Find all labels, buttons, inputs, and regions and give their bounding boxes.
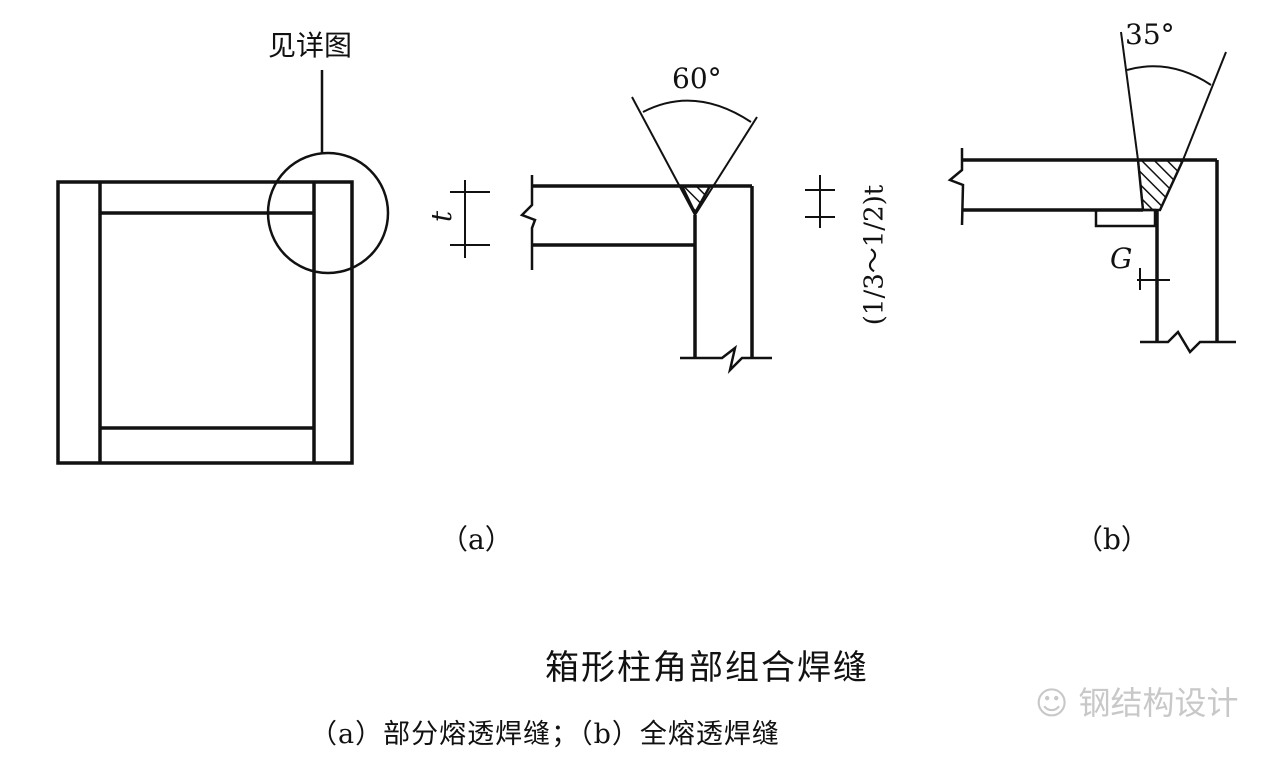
thickness-dimension: t <box>425 210 459 223</box>
watermark-text: 钢结构设计 <box>1078 684 1239 722</box>
figure-caption: （a）部分熔透焊缝；（b）全熔透焊缝 <box>310 719 780 750</box>
full-penetration-detail <box>947 31 1236 355</box>
detail-circle <box>266 151 390 275</box>
box-column-section <box>56 180 354 465</box>
groove-angle-35: 35° <box>1125 18 1175 51</box>
detail-callout-label: 见详图 <box>268 29 353 62</box>
root-gap-dimension: G <box>1110 242 1133 275</box>
partial-penetration-detail <box>450 96 835 374</box>
watermark: ☺ 钢结构设计 <box>1035 678 1239 724</box>
subfigure-label-a: （a） <box>440 523 513 556</box>
wechat-icon: ☺ <box>1035 684 1079 722</box>
subfigure-label-b: （b） <box>1075 523 1149 556</box>
partial-depth-dimension: (1/3～1/2)t <box>859 184 890 326</box>
groove-angle-60: 60° <box>672 62 722 95</box>
figure-title: 箱形柱角部组合焊缝 <box>545 648 869 688</box>
